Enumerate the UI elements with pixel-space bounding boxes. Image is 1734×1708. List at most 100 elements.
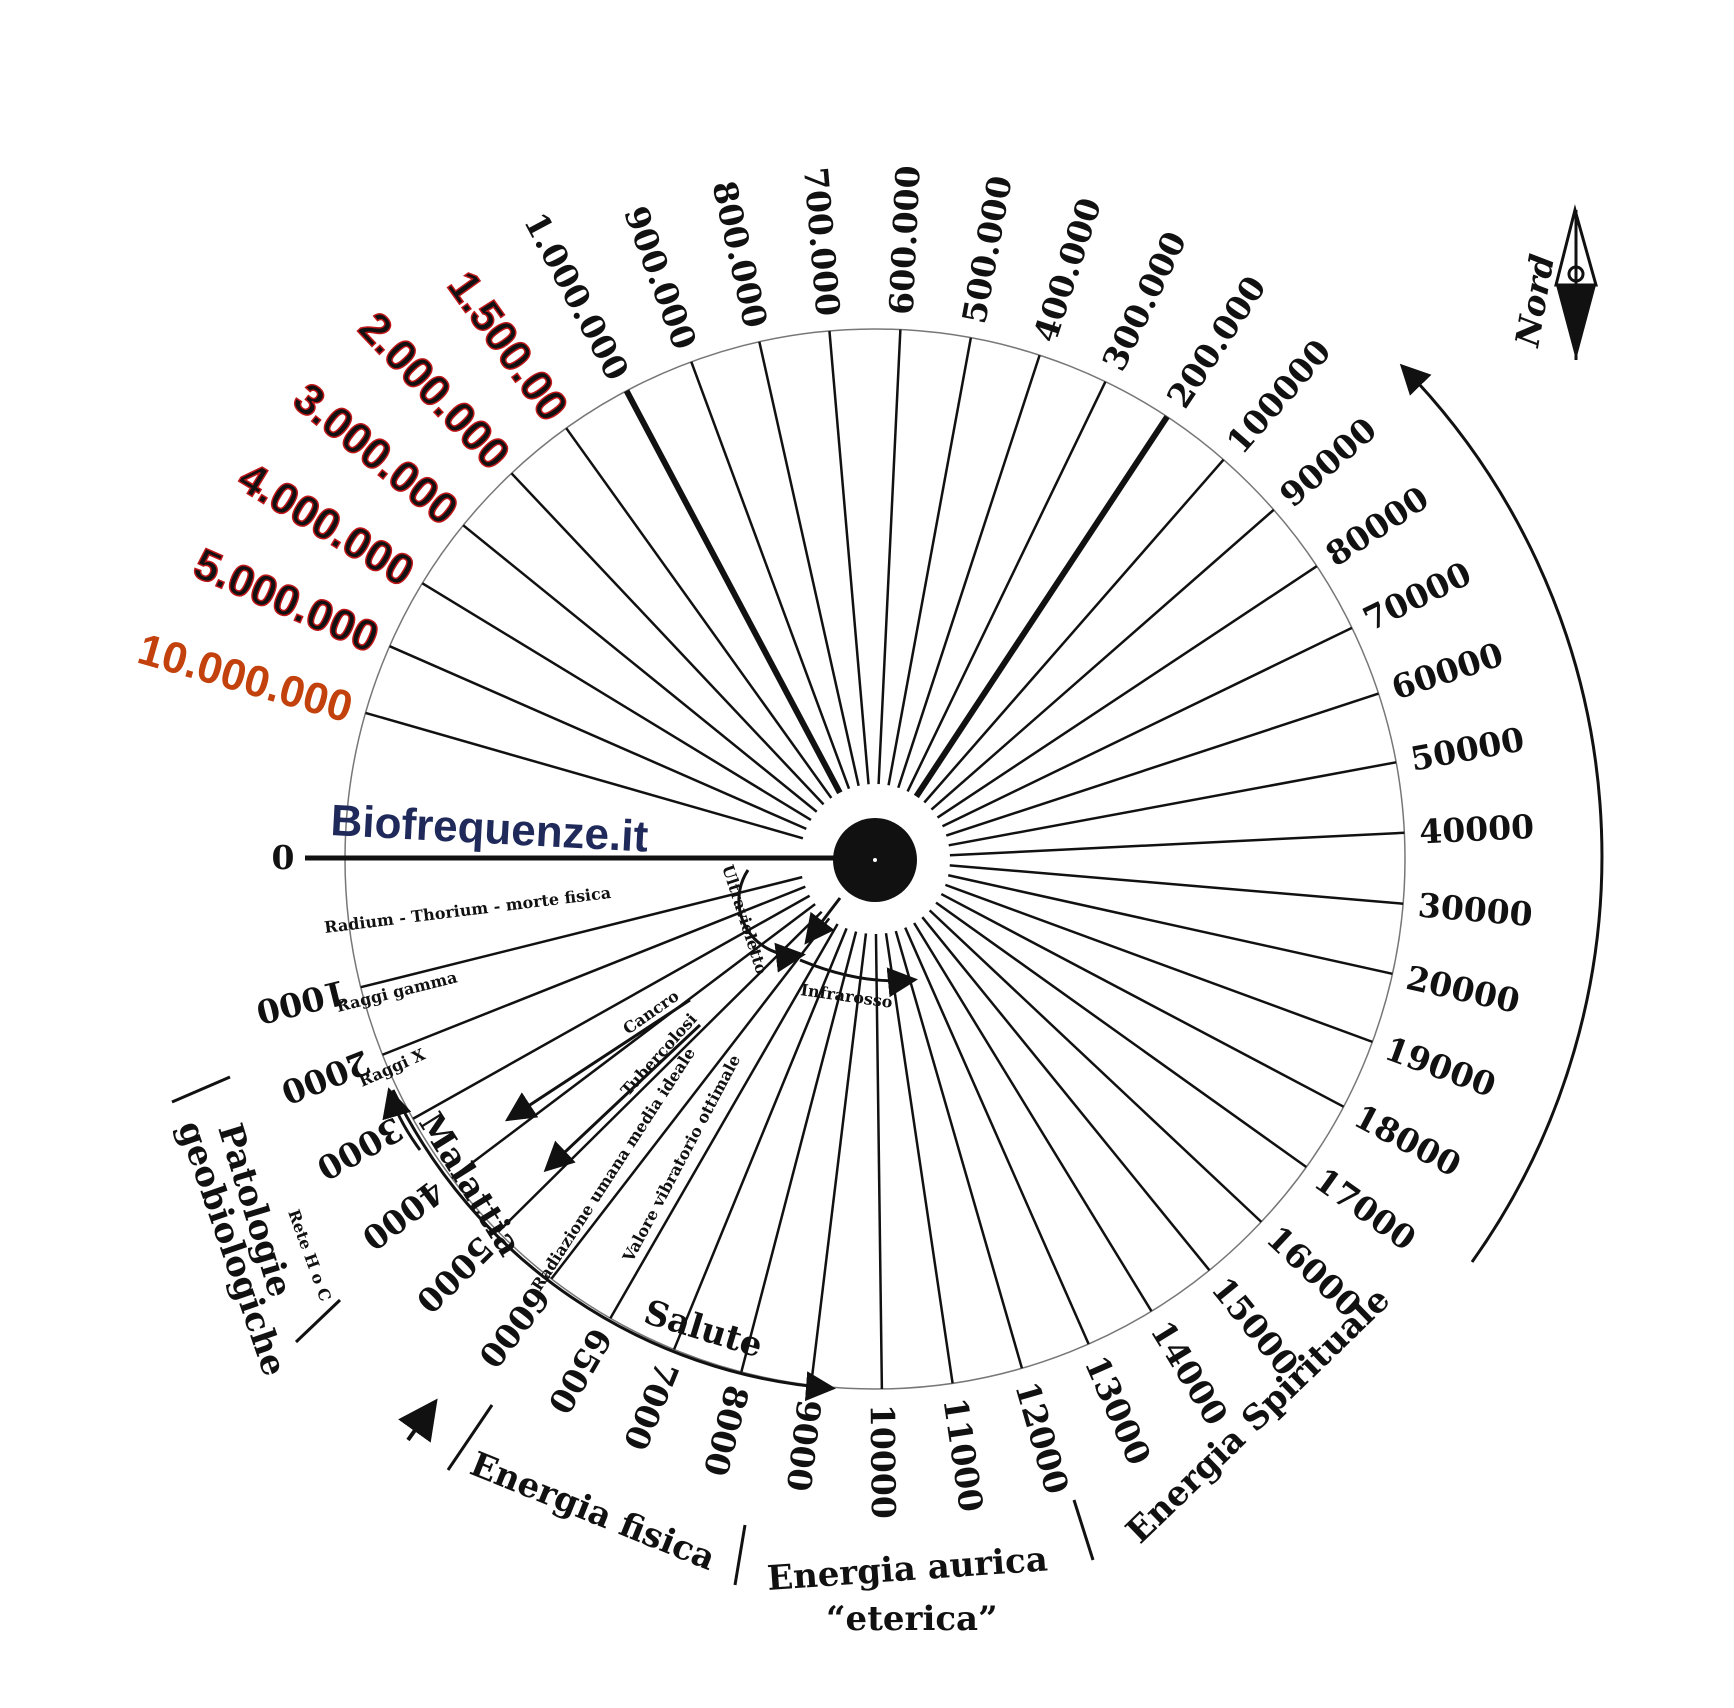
ultravioletto-label: Ultravioletto — [718, 862, 771, 977]
sector-line — [930, 508, 1275, 811]
malattia-back-arrow — [382, 1087, 422, 1151]
scale-label: 60000 — [1387, 635, 1508, 708]
scale-label: 19000 — [1380, 1029, 1501, 1105]
scale-label: 40000 — [1418, 807, 1535, 852]
sector-line — [623, 389, 843, 795]
energia-aurica-label-1: Energia aurica — [766, 1539, 1049, 1599]
scale-label: 11000 — [936, 1395, 991, 1514]
sector-line — [609, 923, 839, 1319]
sector-line — [550, 917, 831, 1280]
sector-line — [935, 901, 1308, 1169]
scale-label: 9000 — [779, 1398, 829, 1494]
sector-line — [809, 933, 868, 1386]
sector-line — [360, 875, 803, 989]
scale-label: 6500 — [540, 1321, 620, 1420]
scale-label: 30000 — [1416, 886, 1534, 935]
sector-line — [947, 874, 1393, 976]
scale-label: 400.000 — [1026, 193, 1109, 347]
sector-line — [923, 458, 1225, 804]
sector-line — [497, 910, 823, 1233]
sector-line — [672, 927, 848, 1350]
scale-label: 900.000 — [616, 201, 704, 355]
bracket-fisica-left — [446, 1404, 494, 1471]
scale-label: 7000 — [616, 1356, 687, 1456]
sector-line — [949, 864, 1404, 905]
sector-line — [421, 582, 812, 822]
brand-title: Biofrequenze.it — [329, 796, 649, 862]
sector-line — [894, 930, 1024, 1369]
bracket-patologie-bottom — [294, 1298, 342, 1344]
energia-aurica-label-2: “eterica” — [826, 1599, 998, 1639]
pivot-center — [873, 858, 877, 862]
bracket-aurica-right — [1072, 1499, 1095, 1561]
scale-label: 3000 — [310, 1109, 409, 1188]
sector-line — [451, 903, 816, 1180]
sector-line — [913, 922, 1153, 1312]
scale-label: 17000 — [1307, 1160, 1423, 1258]
tubercolosi-arrow — [543, 1023, 702, 1173]
scale-label: 800.000 — [704, 177, 775, 331]
sector-line — [758, 341, 860, 787]
north-label: Nord — [1507, 251, 1562, 350]
sector-line — [382, 885, 806, 1056]
scale-label: 13000 — [1077, 1350, 1159, 1471]
sector-line — [945, 692, 1379, 837]
bracket-fisica-right — [733, 1524, 747, 1586]
sector-line — [913, 415, 1170, 799]
sector-line — [412, 894, 811, 1120]
scale-label: 12000 — [1007, 1377, 1076, 1498]
scale-label: 70000 — [1357, 554, 1477, 639]
entry-arrow — [398, 1398, 438, 1443]
sector-line — [389, 645, 807, 831]
spiritual-arc — [1399, 363, 1604, 1263]
scale-label: 4000 — [355, 1172, 452, 1258]
sector-line — [690, 361, 851, 790]
sector-line — [921, 916, 1211, 1271]
scale-label: 300.000 — [1094, 225, 1194, 376]
scale-label: 80000 — [1319, 478, 1436, 574]
sector-line — [828, 330, 870, 785]
sector-line — [948, 761, 1397, 847]
sector-line — [565, 427, 833, 799]
sector-line — [887, 337, 973, 786]
sector-line — [949, 831, 1405, 857]
sector-line — [877, 329, 902, 785]
sector-line — [884, 933, 954, 1384]
sector-line — [462, 524, 818, 813]
scale-label: 8000 — [696, 1381, 757, 1480]
sector-line — [904, 927, 1090, 1345]
scale-label: 90000 — [1272, 410, 1384, 515]
bracket-patologie-top — [171, 1075, 231, 1104]
scale-label: 700.000 — [796, 166, 848, 318]
needle-zero-label: 0 — [272, 838, 295, 877]
gamma-label: Raggi gamma — [334, 967, 459, 1015]
sector-line — [874, 933, 884, 1389]
sector-line — [365, 711, 804, 840]
salute-label: Salute — [639, 1292, 767, 1366]
scale-label: 10000 — [863, 1404, 903, 1519]
north-compass-icon — [1554, 204, 1598, 360]
scale-label: 50000 — [1407, 719, 1527, 778]
infrared-arc — [799, 958, 918, 998]
sector-line — [510, 472, 825, 806]
pivot-arrow — [804, 897, 842, 945]
sector-line — [936, 565, 1318, 819]
sector-line — [928, 909, 1263, 1223]
radium-label: Radium - Thorium - morte fisica — [323, 883, 612, 937]
scale-label: 20000 — [1403, 958, 1524, 1021]
sector-lines — [360, 329, 1405, 1389]
scale-label: 500.000 — [954, 173, 1019, 327]
energia-fisica-label: Energia fisica — [465, 1444, 721, 1579]
scale-label: 600.000 — [882, 165, 928, 316]
scale-label: 6000 — [471, 1279, 558, 1376]
sector-line — [944, 883, 1373, 1044]
sector-line — [740, 931, 858, 1373]
sector-line — [906, 381, 1107, 793]
cancro-arrow — [504, 998, 691, 1122]
scale-label: 14000 — [1143, 1314, 1236, 1432]
sector-line — [897, 354, 1041, 789]
sector-line — [940, 892, 1345, 1108]
ultraviolet-arc — [737, 869, 806, 973]
scale-label: 18000 — [1348, 1096, 1468, 1184]
